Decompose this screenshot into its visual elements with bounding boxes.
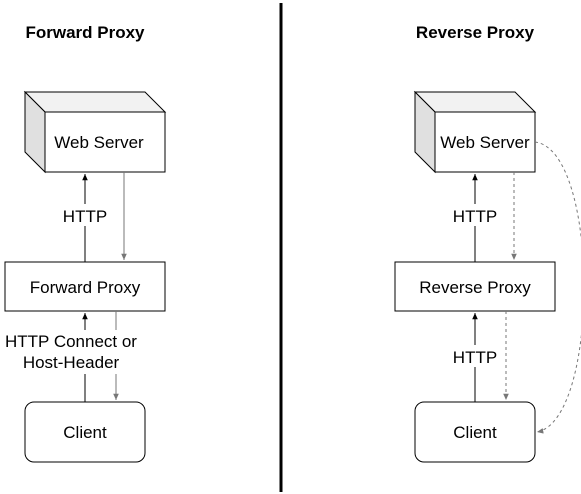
- reverse-upper-label-bg: [448, 204, 502, 226]
- cube-top-face: [23, 91, 167, 113]
- forward-client-label: Client: [63, 423, 107, 442]
- forward-web-server-label: Web Server: [54, 133, 144, 152]
- reverse-web-server-cube: Web Server: [413, 90, 537, 174]
- forward-web-server-cube: Web Server: [23, 90, 167, 174]
- reverse-proxy-box: [394, 261, 556, 312]
- cube-front-face: [44, 111, 166, 173]
- reverse-upper-protocol-label: HTTP: [453, 207, 497, 226]
- reverse-proxy-title: Reverse Proxy: [416, 23, 535, 42]
- forward-lower-protocol-label-line1: HTTP Connect or: [5, 332, 137, 351]
- forward-upper-protocol-label: HTTP: [63, 207, 107, 226]
- forward-lower-protocol-label-line2: Host-Header: [23, 353, 120, 372]
- forward-proxy-panel: Forward Proxy Web Server Forward Proxy C…: [0, 23, 167, 463]
- forward-proxy-box-label: Forward Proxy: [30, 278, 141, 297]
- forward-upper-label-bg: [58, 204, 112, 226]
- forward-lower-label-bg: [0, 330, 144, 374]
- reverse-web-server-label: Web Server: [440, 133, 530, 152]
- reverse-lower-protocol-label: HTTP: [453, 348, 497, 367]
- cube-front-face: [434, 111, 536, 173]
- reverse-client-label: Client: [453, 423, 497, 442]
- reverse-proxy-box-label: Reverse Proxy: [419, 278, 531, 297]
- forward-proxy-box: [4, 261, 166, 312]
- reverse-lower-label-bg: [448, 345, 502, 367]
- cube-top-face: [413, 91, 537, 113]
- forward-proxy-title: Forward Proxy: [25, 23, 145, 42]
- reverse-proxy-panel: Reverse Proxy Web Server Reverse Proxy C…: [394, 23, 581, 463]
